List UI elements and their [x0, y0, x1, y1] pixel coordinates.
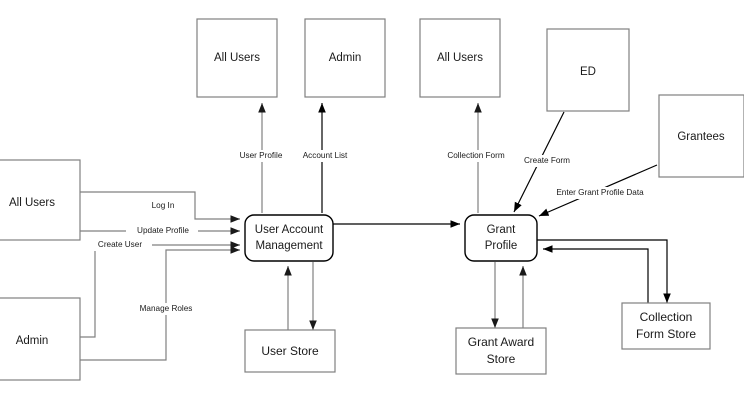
- entity-label: All Users: [214, 52, 260, 64]
- external-entity-all-users-left[interactable]: All Users: [0, 159, 81, 241]
- store-label-line-1: User Store: [261, 344, 319, 358]
- flow-label: Create User: [98, 240, 142, 249]
- data-store-user-store[interactable]: User Store: [244, 329, 336, 373]
- flow-collection-form-gp-read[interactable]: [543, 245, 649, 303]
- data-store-grant-award-store[interactable]: Grant Award Store: [455, 327, 547, 375]
- process-label-line-2: Profile: [485, 240, 518, 252]
- external-entity-admin-top[interactable]: Admin: [304, 18, 386, 98]
- flow-create-form[interactable]: Create Form: [513, 111, 578, 213]
- flow-label: Account List: [303, 151, 348, 160]
- flow-label: Create Form: [524, 156, 570, 165]
- flow-label: User Profile: [240, 151, 283, 160]
- process-user-account-management[interactable]: User Account Management: [244, 214, 334, 262]
- entity-label: All Users: [437, 52, 483, 64]
- flow-label: Collection Form: [447, 151, 505, 160]
- entity-label: ED: [580, 66, 596, 78]
- entity-label: All Users: [9, 197, 55, 209]
- data-store-collection-form-store[interactable]: Collection Form Store: [621, 302, 711, 350]
- external-entity-grantees[interactable]: Grantees: [658, 94, 744, 178]
- store-label-line-1: Collection: [640, 310, 693, 324]
- flow-label: Enter Grant Profile Data: [556, 188, 644, 197]
- external-entity-ed[interactable]: ED: [546, 28, 630, 112]
- flow-manage-roles[interactable]: Manage Roles: [80, 246, 240, 361]
- process-label-line-1: Grant: [487, 224, 517, 236]
- flow-gp-collection-form-write[interactable]: [537, 239, 671, 303]
- flow-label: Update Profile: [137, 226, 189, 235]
- process-grant-profile[interactable]: Grant Profile: [464, 214, 538, 262]
- flow-label: Log In: [152, 201, 175, 210]
- store-label-line-1: Grant Award: [468, 335, 534, 349]
- flow-user-profile[interactable]: User Profile: [232, 103, 290, 213]
- process-label-line-1: User Account: [255, 224, 324, 236]
- external-entity-all-users-top-right[interactable]: All Users: [419, 18, 501, 98]
- entity-label: Admin: [329, 52, 362, 64]
- flow-account-list[interactable]: Account List: [296, 103, 354, 213]
- external-entity-all-users-top-left[interactable]: All Users: [196, 18, 278, 98]
- entity-label: Grantees: [677, 131, 725, 143]
- flow-collection-form[interactable]: Collection Form: [442, 103, 510, 213]
- entity-label: Admin: [16, 335, 49, 347]
- flow-enter-grant-profile-data[interactable]: Enter Grant Profile Data: [538, 164, 658, 217]
- process-label-line-2: Management: [255, 240, 323, 252]
- store-label-line-2: Form Store: [636, 327, 696, 341]
- flow-label: Manage Roles: [140, 304, 193, 313]
- flow-log-in[interactable]: Log In: [80, 191, 240, 223]
- flow-update-profile[interactable]: Update Profile: [80, 225, 240, 237]
- external-entity-admin-left[interactable]: Admin: [0, 297, 81, 381]
- store-label-line-2: Store: [487, 352, 516, 366]
- flow-create-user[interactable]: Create User: [80, 239, 240, 338]
